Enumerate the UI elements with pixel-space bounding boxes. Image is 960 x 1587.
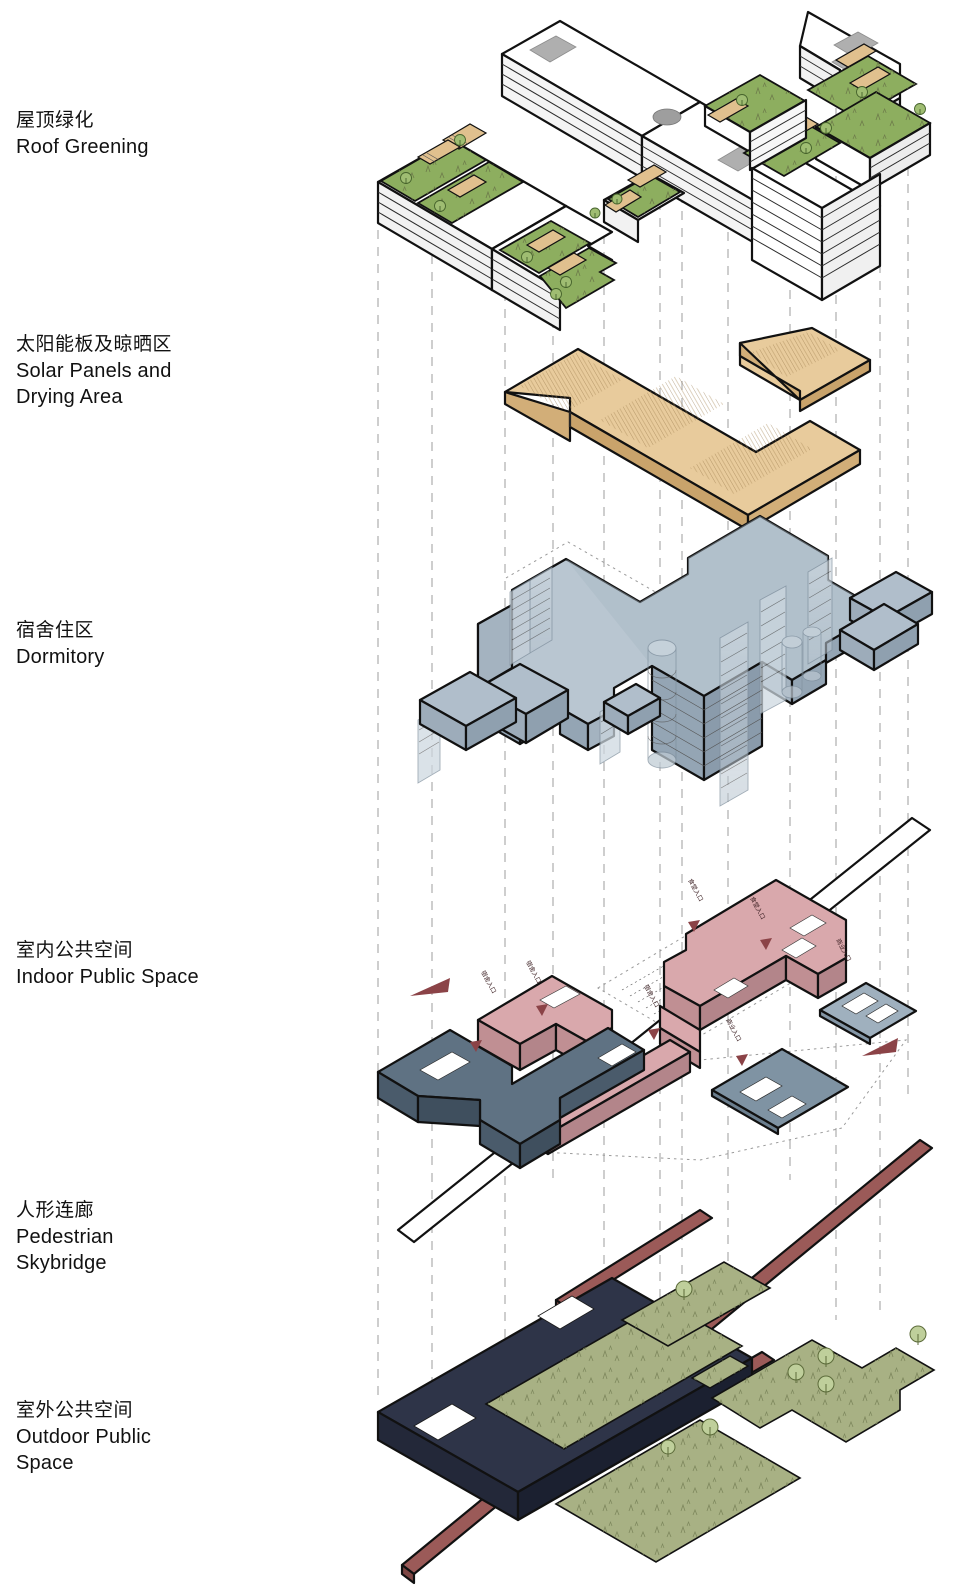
tree-symbol-group: [400, 134, 466, 212]
roof-block-lower-left: [490, 204, 618, 332]
outdoor-lawn-bottom: [554, 1419, 802, 1563]
legend-label-en: Indoor Public Space: [16, 965, 199, 988]
legend-item-indoor-public: 室内公共空间 Indoor Public Space: [16, 938, 316, 990]
layer-dormitory[interactable]: [417, 514, 934, 807]
outdoor-tree-symbols: [660, 1280, 927, 1457]
indoor-pad-slate-lower-right: [710, 1047, 850, 1136]
tree-symbol-group: [521, 251, 572, 300]
indoor-pad-slate-upper-right: [818, 981, 918, 1046]
annotation-canteen-entrance-1: 食堂入口: [686, 877, 705, 903]
legend-label-en: Dormitory: [16, 645, 105, 668]
annotation-dormitory-entrance-2: 宿舍入口: [524, 959, 543, 985]
indoor-volume-pink-upper-right: [662, 878, 848, 1032]
annotation-commercial-entrance-1: 商业入口: [724, 1017, 743, 1043]
legend-label-cn: 屋顶绿化: [16, 110, 95, 131]
dormitory-left-wing-blocks: [418, 662, 570, 752]
layer-outdoor-public-space[interactable]: [376, 1261, 936, 1563]
solar-slab-long: [503, 347, 862, 532]
dormitory-floor-lines: [651, 675, 763, 767]
legend-label-en-2: Drying Area: [16, 386, 123, 409]
roof-tower-front-faces: [750, 166, 882, 302]
roof-green-center-finger: [589, 164, 686, 244]
roof-block-left-wing: [376, 123, 568, 292]
dormitory-massing-top: [476, 514, 868, 726]
outdoor-lawn-upper: [620, 1261, 772, 1347]
legend-item-roof-greening: 屋顶绿化 Roof Greening: [16, 108, 316, 160]
dormitory-right-wing-blocks: [838, 570, 934, 672]
annotation-dormitory-entrance-1: 宿舍入口: [479, 969, 498, 995]
solar-slab-small: [738, 326, 872, 413]
legend-label-cn: 室外公共空间: [16, 1400, 134, 1421]
legend-label-cn: 人形连廊: [16, 1200, 95, 1221]
legend-label-cn: 太阳能板及晾晒区: [16, 334, 173, 355]
legend-item-solar-panels: 太阳能板及晾晒区 Solar Panels and Drying Area: [16, 332, 316, 410]
roof-block-right-tower: [703, 10, 932, 192]
layer-roof-greening[interactable]: [376, 10, 932, 332]
legend-label-en: Pedestrian: [16, 1225, 114, 1248]
legend-item-dormitory: 宿舍住区 Dormitory: [16, 618, 316, 670]
legend-item-outdoor-public: 室外公共空间 Outdoor Public Space: [16, 1398, 316, 1476]
legend-label-cn: 宿舍住区: [16, 620, 95, 641]
legend-label-en-2: Skybridge: [16, 1252, 107, 1275]
legend-label-cn: 室内公共空间: [16, 940, 134, 961]
entrance-arrow-markers: [410, 920, 898, 1066]
layer-indoor-public-space[interactable]: 食堂入口 食堂入口 宿舍入口 宿舍入口 宿舍入口 商业入口 商业入口: [376, 816, 932, 1244]
tree-symbol-group: [736, 86, 926, 154]
legend-label-en: Solar Panels and: [16, 359, 172, 382]
legend-label-en: Outdoor Public: [16, 1425, 152, 1448]
indoor-volume-slate-left: [376, 1026, 646, 1170]
legend-label-en-2: Space: [16, 1452, 74, 1475]
legend-label-en: Roof Greening: [16, 135, 149, 158]
dormitory-center-finger: [602, 682, 662, 736]
outdoor-connector-strip: [690, 1355, 750, 1389]
layer-solar-panels[interactable]: [503, 326, 872, 532]
legend-item-pedestrian-bridge: 人形连廊 Pedestrian Skybridge: [16, 1198, 316, 1276]
